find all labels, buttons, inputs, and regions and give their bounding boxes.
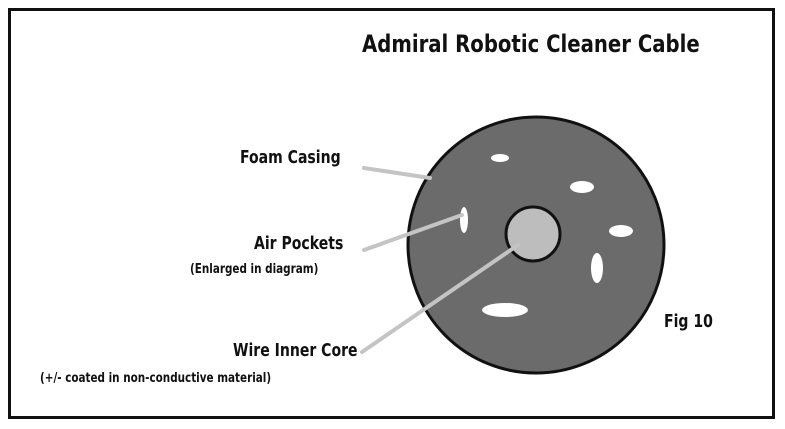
- foam-casing-leader-line: [362, 166, 432, 180]
- air-pocket: [609, 225, 633, 237]
- air-pocket: [482, 303, 528, 317]
- air-pocket: [460, 207, 468, 233]
- wire-core-leader-line: [360, 243, 520, 354]
- diagram-title: Admiral Robotic Cleaner Cable: [362, 30, 700, 58]
- air-pockets-leader-line: [362, 213, 464, 252]
- air-pockets-label: Air Pockets: [254, 233, 344, 254]
- air-pocket: [570, 181, 594, 193]
- air-pocket: [591, 253, 603, 283]
- figure-number-label: Fig 10: [664, 311, 713, 332]
- wire-core-label: Wire Inner Core: [233, 340, 358, 361]
- foam-casing-label: Foam Casing: [240, 147, 341, 168]
- wire-inner-core-shape: [504, 205, 562, 263]
- air-pockets-note: (Enlarged in diagram): [190, 262, 319, 277]
- wire-core-note: (+/- coated in non-conductive material): [40, 371, 272, 386]
- air-pocket: [491, 154, 509, 162]
